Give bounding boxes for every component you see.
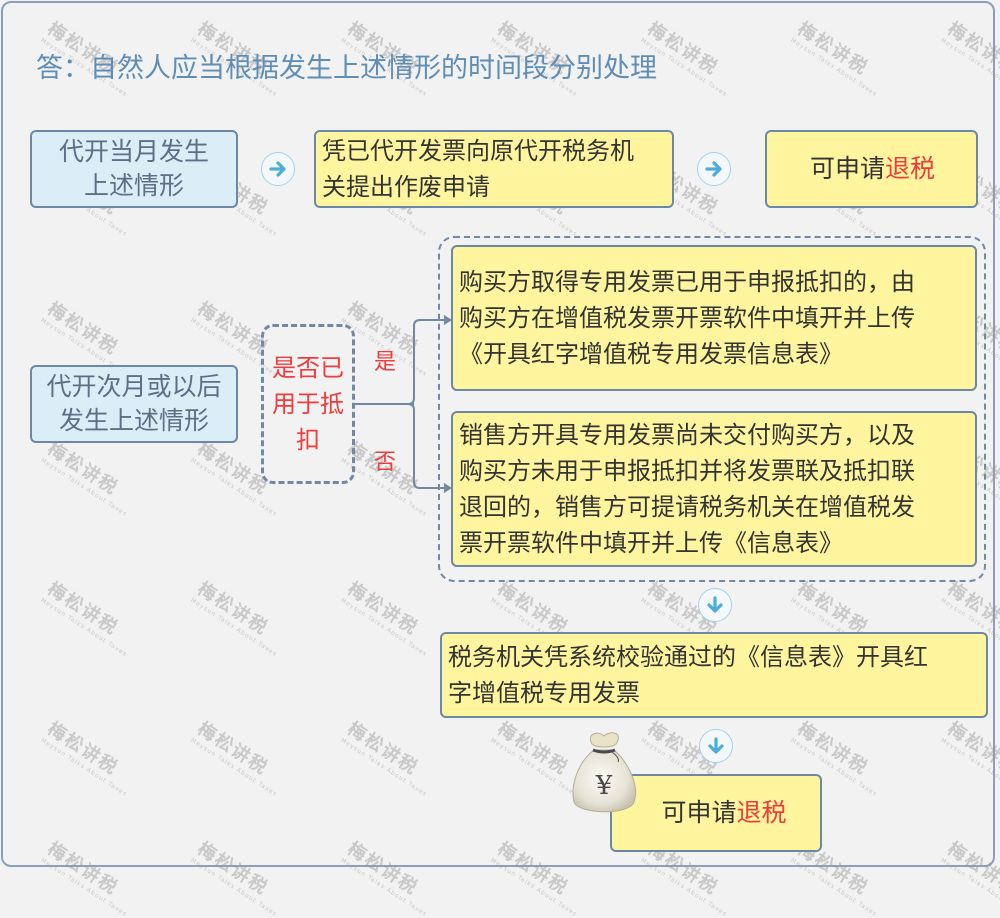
condition-line: 代开当月发生 [58,137,209,166]
void-request-step: 凭已代开发票向原代开税务机 关提出作废申请 [314,130,674,208]
step-line: 《开具红字增值税专用发票信息表》 [459,340,843,368]
condition-line: 发生上述情形 [58,406,209,435]
result-highlight: 退税 [885,154,936,183]
decision-line: 是否已 [272,354,344,382]
step-line: 票开票软件中填开并上传《信息表》 [459,529,843,557]
condition-line: 上述情形 [83,171,184,200]
step-line: 购买方在增值税发票开票软件中填开并上传 [459,304,915,332]
result-text: 可申请退税 [804,151,939,187]
refund-result-1: 可申请退税 [765,130,978,208]
refund-result-2: 可申请退税 [610,774,822,852]
yes-label: 是 [374,350,397,375]
connector-lines [355,315,452,493]
result-prefix: 可申请 [809,154,885,183]
arrow-right-icon [697,152,731,186]
svg-text:¥: ¥ [595,771,613,801]
arrow-down-icon [698,588,732,622]
step-line: 关提出作废申请 [322,173,490,201]
condition-same-month: 代开当月发生 上述情形 [30,130,238,208]
no-label: 否 [374,450,397,475]
result-prefix: 可申请 [661,798,737,827]
yes-branch-step: 购买方取得专用发票已用于申报抵扣的，由 购买方在增值税发票开票软件中填开并上传 … [451,245,977,391]
result-text: 可申请退税 [641,795,790,831]
condition-line: 代开次月或以后 [46,372,222,401]
step-line: 字增值税专用发票 [448,679,640,707]
step-line: 购买方未用于申报抵扣并将发票联及抵扣联 [459,457,915,485]
decision-line: 扣 [296,426,320,454]
step-line: 凭已代开发票向原代开税务机 [322,137,634,165]
step-line: 销售方开具专用发票尚未交付购买方，以及 [459,421,915,449]
step-line: 税务机关凭系统校验通过的《信息表》开具红 [448,643,928,671]
decision-line: 用于抵 [272,390,344,418]
step-line: 购买方取得专用发票已用于申报抵扣的，由 [459,268,915,296]
page-title: 答：自然人应当根据发生上述情形的时间段分别处理 [36,53,657,84]
deduction-decision: 是否已 用于抵 扣 [261,324,355,484]
condition-next-month: 代开次月或以后 发生上述情形 [30,365,238,443]
branch-group [438,236,986,582]
result-highlight: 退税 [736,798,787,827]
arrow-down-icon [699,729,733,763]
no-branch-step: 销售方开具专用发票尚未交付购买方，以及 购买方未用于申报抵扣并将发票联及抵扣联 … [451,411,977,567]
red-invoice-issue-step: 税务机关凭系统校验通过的《信息表》开具红 字增值税专用发票 [440,632,988,718]
money-bag-icon: ¥ [572,732,636,813]
arrow-right-icon [261,152,295,186]
step-line: 退回的，销售方可提请税务机关在增值税发 [459,493,915,521]
